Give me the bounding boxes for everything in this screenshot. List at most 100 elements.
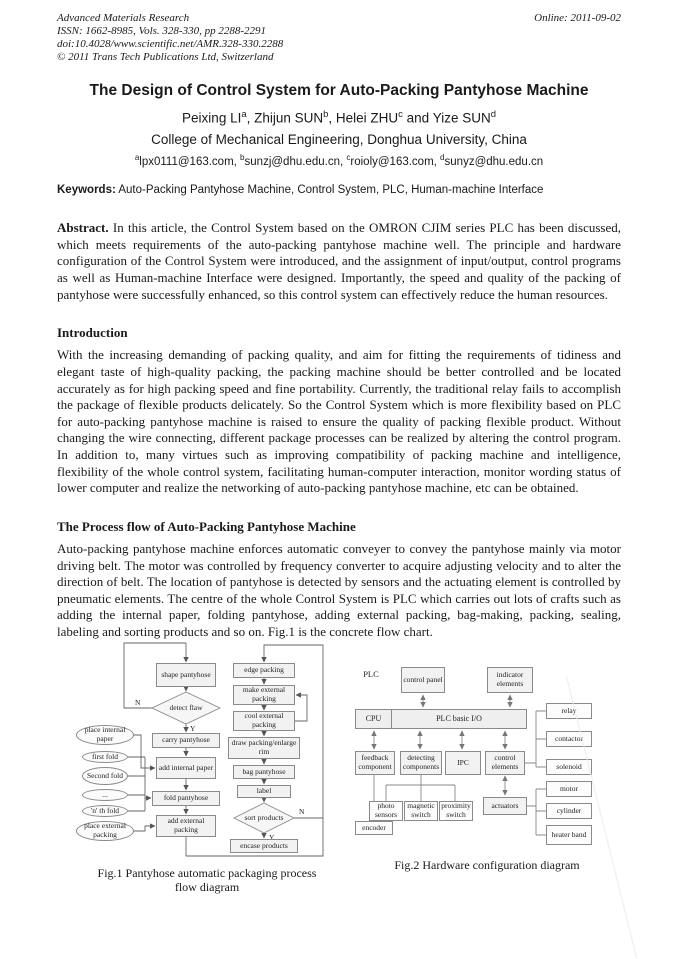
online-date: Online: 2011-09-02	[534, 12, 621, 24]
branch-label-y: Y	[269, 832, 275, 842]
flow-node-add-internal-paper: add internal paper	[156, 756, 216, 779]
flow-node-first-fold: first fold	[82, 750, 128, 763]
email-address: lpx0111@163.com	[139, 156, 234, 169]
plc-bar: CPU PLC basic I/O	[355, 708, 527, 729]
affiliation-line: College of Mechanical Engineering, Dongh…	[151, 132, 527, 148]
author-sup: c	[398, 108, 403, 120]
flow-node-edge-packing: edge packing	[233, 662, 295, 678]
hw-node-feedback-component: feedback component	[355, 750, 395, 775]
flow-node-draw-packing-enlarge-rim: draw packing/enlarge rim	[228, 736, 300, 759]
email-address: sunzj@dhu.edu.cn	[244, 156, 340, 169]
email-sup: d	[440, 153, 445, 163]
author-name: Helei ZHU	[335, 110, 399, 126]
author-sup: b	[323, 108, 329, 120]
hw-node-indicator-elements: indicator elements	[487, 666, 533, 693]
journal-header: Advanced Materials Research ISSN: 1662-8…	[57, 12, 621, 64]
flow-node-encase-products: encase products	[230, 838, 298, 853]
hw-node-photo-sensors: photo sensors	[369, 800, 403, 821]
flow-node-cool-external-packing: cool external packing	[233, 710, 295, 731]
figure-1: shape pantyhose detect flaw carry pantyh…	[61, 641, 353, 895]
section-heading-process-flow: The Process flow of Auto-Packing Pantyho…	[57, 518, 356, 534]
hw-node-cylinder: cylinder	[546, 802, 592, 819]
fig2-caption: Fig.2 Hardware configuration diagram	[394, 857, 580, 872]
hw-node-proximity-switch: proximity switch	[439, 800, 473, 821]
hw-node-contactor: contactor	[546, 730, 592, 747]
email-address: roioly@163.com	[350, 156, 434, 169]
email-sup: a	[134, 153, 140, 163]
hw-node-heater-band: heater band	[546, 824, 592, 845]
author-sup: d	[490, 108, 496, 120]
email-sep: ,	[233, 156, 241, 169]
flow-node-nth-fold: 'n' th fold	[82, 804, 128, 817]
fig1-caption-line2: flow diagram	[174, 879, 240, 894]
hw-node-motor: motor	[546, 780, 592, 797]
hw-node-relay: relay	[546, 702, 592, 719]
email-address: sunyz@dhu.edu.cn	[444, 156, 544, 169]
flow-node-label: label	[237, 784, 291, 798]
figure-2: PLC control panel indicator elements CPU…	[353, 641, 621, 873]
email-sup: c	[346, 153, 351, 163]
author-sup: a	[241, 108, 247, 120]
email-sup: b	[240, 153, 245, 163]
figures-row: shape pantyhose detect flaw carry pantyh…	[57, 641, 621, 895]
hw-node-plc-basic-io: PLC basic I/O	[436, 714, 482, 724]
hw-node-ipc: IPC	[445, 750, 481, 775]
authors-line: Peixing LIa, Zhijun SUNb, Helei ZHUc and…	[57, 109, 621, 126]
sort-products-diamond	[232, 802, 296, 834]
flow-node-place-internal-paper: place internal paper	[76, 724, 134, 745]
keywords-text: Auto-Packing Pantyhose Machine, Control …	[115, 184, 544, 197]
doi-line: doi:10.4028/www.scientific.net/AMR.328-3…	[57, 37, 284, 50]
flow-node-add-external-packing: add external packing	[156, 814, 216, 837]
author-sep: ,	[328, 110, 336, 126]
hw-node-control-panel: control panel	[401, 666, 445, 693]
hw-node-encoder: encoder	[355, 820, 393, 835]
flow-node-ellipsis-fold: ...	[82, 788, 128, 801]
emails-line: alpx0111@163.com, bsunzj@dhu.edu.cn, cro…	[57, 153, 621, 168]
keywords-label: Keywords:	[57, 184, 116, 197]
fig1-flowchart: shape pantyhose detect flaw carry pantyh…	[61, 641, 351, 863]
author-name: Yize SUN	[432, 110, 491, 126]
page-content: Advanced Materials Research ISSN: 1662-8…	[57, 12, 621, 894]
branch-label-n: N	[135, 697, 141, 707]
journal-name: Advanced Materials Research	[57, 12, 190, 24]
fig1-caption-line1: Fig.1 Pantyhose automatic packaging proc…	[97, 865, 317, 880]
branch-label-n: N	[299, 806, 305, 816]
flow-node-shape-pantyhose: shape pantyhose	[156, 662, 216, 687]
hw-node-solenoid: solenoid	[546, 758, 592, 775]
detect-flaw-diamond	[150, 691, 222, 725]
email-sep: ,	[339, 156, 347, 169]
fig1-caption: Fig.1 Pantyhose automatic packaging proc…	[61, 865, 353, 895]
flow-node-make-external-packing: make external packing	[233, 684, 295, 705]
hw-node-cpu: CPU	[356, 709, 392, 728]
abstract-label: Abstract.	[57, 220, 109, 236]
hw-node-control-elements: control elements	[485, 750, 525, 775]
fig1-connector-lines	[123, 642, 324, 857]
flow-node-detect-flaw: detect flaw	[169, 702, 203, 712]
plc-label: PLC	[363, 669, 379, 680]
flow-node-fold-pantyhose: fold pantyhose	[152, 790, 220, 806]
process-flow-paragraph: Auto-packing pantyhose machine enforces …	[57, 540, 621, 640]
author-sep: and	[402, 110, 433, 126]
paper-title: The Design of Control System for Auto-Pa…	[89, 81, 589, 99]
hw-node-magnetic-switch: magnetic switch	[404, 800, 438, 821]
flow-node-second-fold: Second fold	[82, 766, 128, 785]
hw-node-detecting-components: detecting components	[400, 750, 442, 775]
copyright-line: © 2011 Trans Tech Publications Ltd, Swit…	[57, 50, 274, 63]
abstract-text: In this article, the Control System base…	[57, 220, 621, 302]
keywords-line: Keywords: Auto-Packing Pantyhose Machine…	[57, 184, 621, 196]
email-sep: ,	[433, 156, 441, 169]
flow-node-sort-products: sort products	[244, 812, 284, 822]
flow-node-place-external-packing: place external packing	[76, 820, 134, 841]
flow-node-carry-pantyhose: carry pantyhose	[152, 732, 220, 748]
branch-label-y: Y	[190, 723, 196, 733]
flow-node-bag-pantyhose: bag pantyhose	[233, 764, 295, 779]
author-sep: ,	[246, 110, 255, 126]
abstract-paragraph: Abstract. In this article, the Control S…	[57, 220, 621, 303]
author-name: Peixing LI	[182, 110, 242, 126]
issn-line: ISSN: 1662-8985, Vols. 328-330, pp 2288-…	[57, 24, 266, 37]
fig2-hardware-diagram: PLC control panel indicator elements CPU…	[353, 663, 621, 845]
introduction-paragraph: With the increasing demanding of packing…	[57, 347, 621, 496]
section-heading-introduction: Introduction	[57, 325, 128, 341]
hw-node-actuators: actuators	[483, 796, 527, 815]
